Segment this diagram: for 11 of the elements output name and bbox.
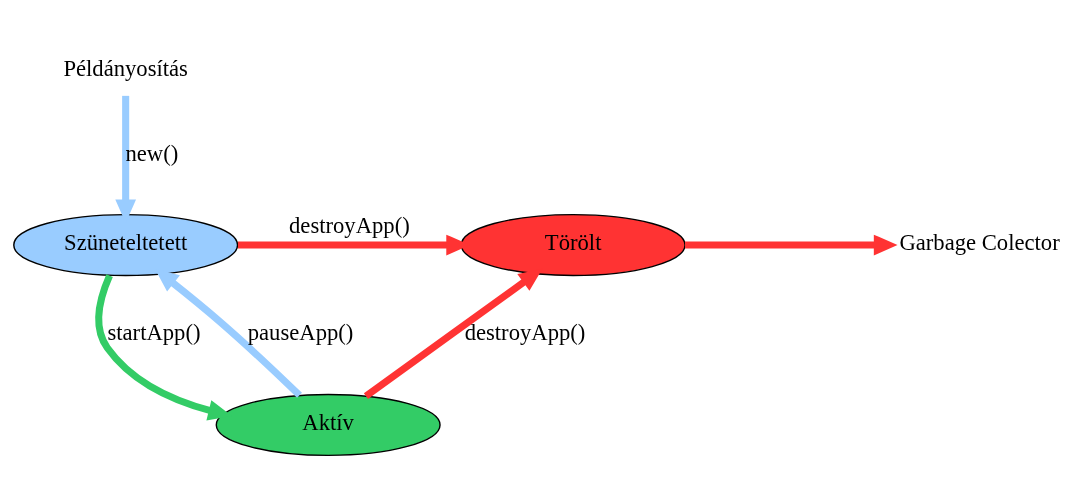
edge-label: startApp() <box>107 319 201 345</box>
node-ellipse: Aktív <box>215 393 441 456</box>
arrow <box>685 234 898 255</box>
edge-label: destroyApp() <box>289 212 410 238</box>
edge-label: pauseApp() <box>247 319 354 345</box>
node-text: Garbage Colector <box>899 229 1060 255</box>
edge-label: destroyApp() <box>464 319 586 345</box>
edge-label: new() <box>125 140 179 165</box>
node-text: Példányosítás <box>63 55 188 81</box>
node-ellipse: Szüneteltetett <box>13 213 239 276</box>
node-ellipse: Törölt <box>460 213 686 276</box>
